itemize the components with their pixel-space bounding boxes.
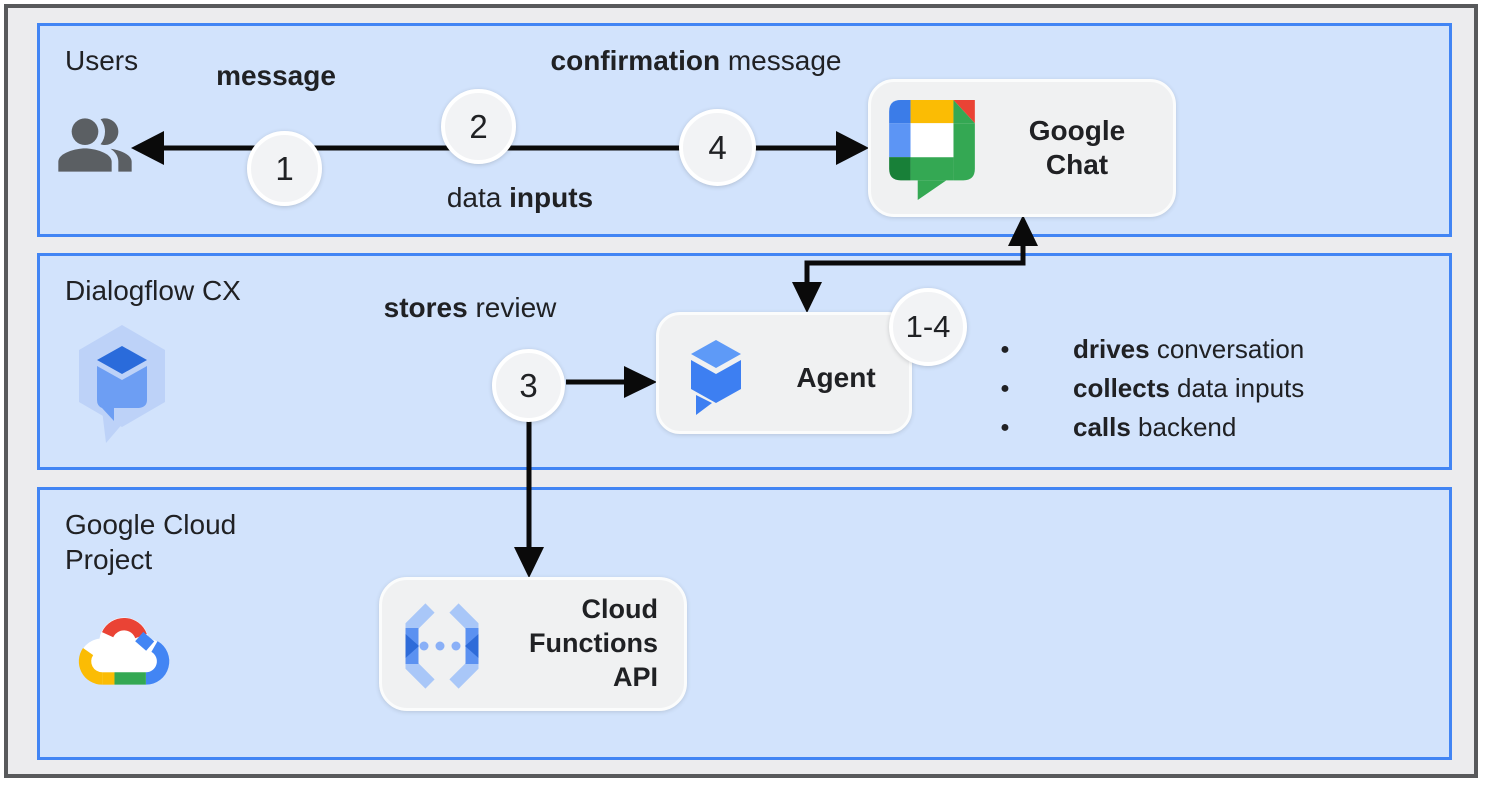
edge-label-confirmation-message: confirmation message [550,45,842,76]
node-cloud-functions: Cloud Functions API [379,577,687,711]
band-dialogflow-label: Dialogflow CX [65,275,241,306]
bullet-icon: ● [1000,380,1010,397]
edge-label-stores-review: stores review [383,292,557,323]
step-circle-3: 3 [492,349,565,422]
google-cloud-icon [78,617,170,685]
band-gcp: Google Cloud Project [37,487,1452,760]
list-item: ● collects data inputs [988,369,1304,408]
users-icon [58,118,132,172]
edge-label-message: message [216,60,336,91]
dialogflow-agent-icon [691,340,741,415]
band-users-label: Users [65,45,139,76]
step-circle-2: 2 [441,89,516,164]
node-cloud-functions-label: Cloud Functions API [529,594,658,692]
node-google-chat: Google Chat [868,79,1176,217]
bullet-icon: ● [1000,341,1010,358]
node-google-chat-label: Google Chat [1028,115,1126,180]
node-agent-label: Agent [796,362,876,393]
google-chat-icon [889,100,975,200]
step-badge-1-4: 1-4 [889,288,967,366]
cloud-functions-icon [405,603,479,689]
step-circle-4: 4 [679,109,756,186]
node-agent: Agent [656,312,912,434]
agent-capabilities-list: ● drives conversation ● collects data in… [988,330,1304,447]
edge-label-data-inputs: data inputs [446,182,594,213]
list-item: ● drives conversation [988,330,1304,369]
step-circle-1: 1 [247,131,322,206]
bullet-icon: ● [1000,419,1010,436]
band-gcp-label: Google Cloud Project [65,509,237,575]
list-item: ● calls backend [988,408,1304,447]
dialogflow-cx-icon [79,325,165,443]
